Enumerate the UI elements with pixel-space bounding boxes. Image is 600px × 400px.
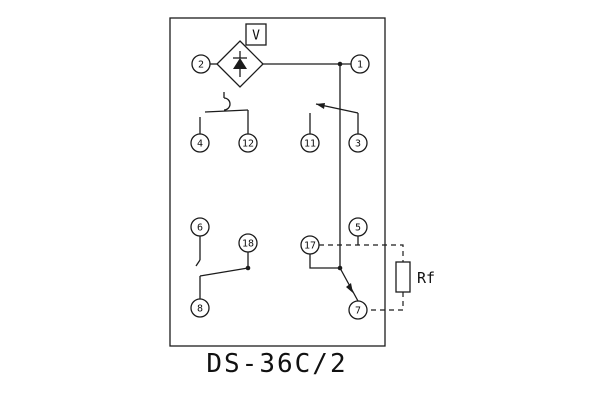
terminal-6: 6 bbox=[190, 217, 210, 237]
resistor-rf-icon bbox=[395, 261, 411, 293]
contact-17-7 bbox=[309, 236, 359, 302]
delay-hook-icon bbox=[223, 97, 231, 111]
junction-dot-18 bbox=[245, 265, 251, 271]
terminal-7-label: 7 bbox=[355, 306, 361, 317]
terminal-12-label: 12 bbox=[242, 139, 254, 150]
voltmeter-label: V bbox=[252, 29, 260, 44]
junction-dot-top bbox=[337, 61, 343, 67]
terminal-17-label: 17 bbox=[304, 241, 316, 252]
terminal-3: 3 bbox=[348, 133, 368, 153]
blade-17-7 bbox=[339, 267, 359, 302]
terminal-1-label: 1 bbox=[357, 60, 363, 71]
terminal-12: 12 bbox=[238, 133, 258, 153]
arrow-icon bbox=[316, 103, 325, 109]
terminal-1: 1 bbox=[350, 54, 370, 74]
diode-icon bbox=[233, 51, 247, 77]
stationary-tick-t6 bbox=[195, 259, 201, 267]
rectifier-bridge bbox=[216, 40, 264, 88]
blade-4-12 bbox=[204, 109, 249, 113]
terminal-18-label: 18 bbox=[242, 239, 254, 250]
terminal-11: 11 bbox=[300, 133, 320, 153]
terminal-2: 2 bbox=[191, 54, 211, 74]
contact-11-3 bbox=[309, 103, 359, 134]
diagram-caption: DS-36C/2 bbox=[206, 349, 347, 379]
contact-4-12 bbox=[199, 92, 249, 134]
enclosure-border bbox=[169, 17, 386, 347]
arrow-icon bbox=[346, 283, 353, 293]
contact-6-18-8 bbox=[195, 236, 251, 299]
terminal-6-label: 6 bbox=[197, 223, 203, 234]
terminal-4: 4 bbox=[190, 133, 210, 153]
terminal-8-label: 8 bbox=[197, 304, 203, 315]
blade-8-18 bbox=[199, 267, 249, 277]
terminal-5: 5 bbox=[348, 217, 368, 237]
terminal-2-label: 2 bbox=[198, 60, 204, 71]
resistor-label: Rf bbox=[417, 269, 435, 287]
terminal-8: 8 bbox=[190, 298, 210, 318]
external-resistor: Rf bbox=[319, 244, 435, 311]
terminal-11-label: 11 bbox=[304, 139, 316, 150]
voltmeter: V bbox=[245, 23, 267, 46]
terminal-18: 18 bbox=[238, 233, 258, 253]
dashed-wire-rf-t7 bbox=[367, 292, 404, 311]
terminal-17: 17 bbox=[300, 235, 320, 255]
lead-t17 bbox=[309, 254, 340, 269]
terminal-3-label: 3 bbox=[355, 139, 361, 150]
voltmeter-box bbox=[245, 23, 267, 46]
terminal-4-label: 4 bbox=[197, 139, 203, 150]
terminal-5-label: 5 bbox=[355, 223, 361, 234]
dashed-wire-t17-rf bbox=[319, 244, 404, 262]
terminal-7: 7 bbox=[348, 300, 368, 320]
